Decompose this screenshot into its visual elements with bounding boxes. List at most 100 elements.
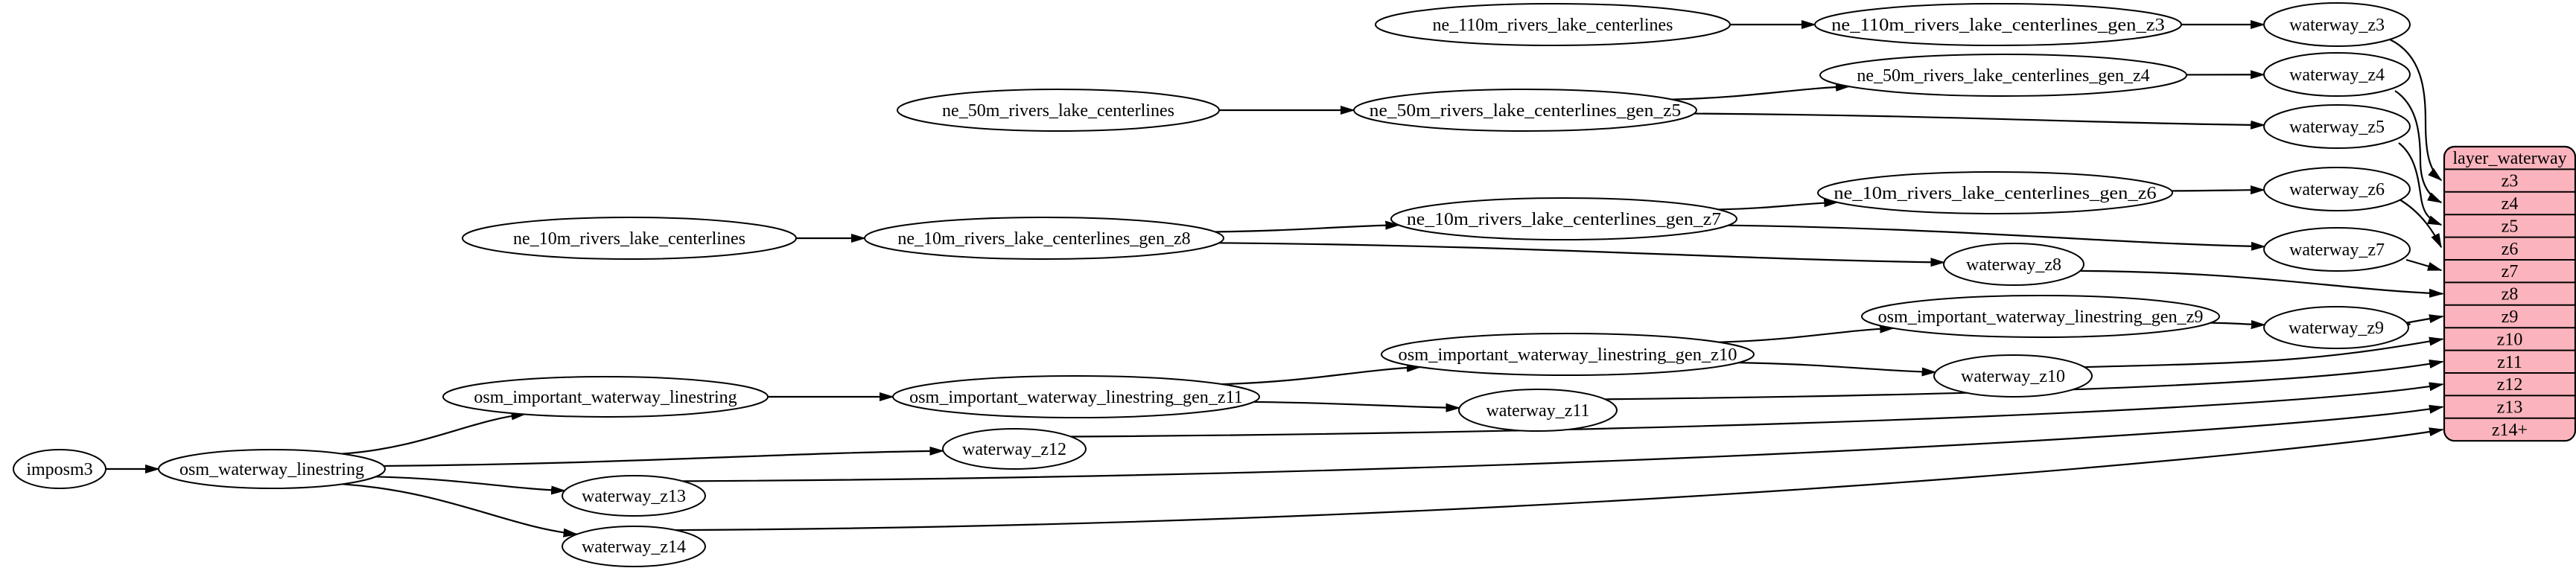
node-ellipse: [892, 375, 1260, 418]
edge-osm_waterway_linestring-to-waterway_z14: [342, 483, 577, 534]
node-waterway_z12: waterway_z12: [942, 428, 1087, 470]
edge-waterway_z14-to-layer_waterway-z14+: [675, 430, 2443, 532]
node-osm_waterway_linestring: osm_waterway_linestring: [158, 449, 386, 489]
node-ellipse: [2263, 306, 2409, 349]
node-label: waterway_z6: [2289, 180, 2385, 200]
edge-waterway_z10-to-layer_waterway-z10: [2084, 339, 2443, 368]
node-label: ne_50m_rivers_lake_centerlines: [942, 101, 1174, 121]
edge-waterway_z11-to-layer_waterway-z11: [1605, 362, 2443, 401]
node-waterway_z6: waterway_z6: [2263, 167, 2411, 211]
edge-osm_waterway_linestring-to-waterway_z12: [384, 451, 943, 468]
table-row-z4: z4: [2502, 194, 2519, 214]
node-label: waterway_z13: [582, 487, 686, 506]
node-ellipse: [1819, 54, 2187, 97]
node-label: ne_50m_rivers_lake_centerlines_gen_z5: [1370, 101, 1682, 121]
node-label: waterway_z8: [1966, 255, 2061, 275]
node-ne_110m_rivers_lake_centerlines_gen_z3: ne_110m_rivers_lake_centerlines_gen_z3: [1814, 3, 2182, 46]
node-label: osm_important_waterway_linestring_gen_z1…: [1399, 345, 1737, 365]
node-waterway_z4: waterway_z4: [2263, 52, 2411, 97]
node-label: waterway_z11: [1486, 401, 1589, 421]
edge-waterway_z4-to-layer_waterway-z4: [2394, 90, 2441, 203]
node-label: osm_waterway_linestring: [179, 460, 364, 479]
node-ellipse: [562, 526, 706, 567]
nodes-layer: imposm3 osm_waterway_linestring osm_import…: [13, 2, 2411, 567]
node-waterway_z7: waterway_z7: [2263, 227, 2411, 272]
node-waterway_z3: waterway_z3: [2263, 2, 2411, 47]
node-ellipse: [1817, 171, 2173, 214]
node-ellipse: [462, 217, 797, 260]
edge-ne_50m_rivers_lake_centerlines_gen_z5-to-waterway_z5: [1694, 112, 2264, 125]
node-ne_50m_rivers_lake_centerlines_gen_z4: ne_50m_rivers_lake_centerlines_gen_z4: [1819, 54, 2187, 97]
table-layer_waterway: layer_waterwayz3z4z5z6z7z8z9z10z11z12z13…: [2443, 145, 2576, 442]
node-label: ne_110m_rivers_lake_centerlines: [1433, 16, 1673, 35]
table-outline: [2443, 145, 2576, 442]
node-ne_50m_rivers_lake_centerlines_gen_z5: ne_50m_rivers_lake_centerlines_gen_z5: [1353, 89, 1697, 132]
node-waterway_z11: waterway_z11: [1458, 389, 1618, 432]
table-row-z10: z10: [2497, 330, 2523, 349]
edge-waterway_z3-to-layer_waterway-z3: [2389, 39, 2441, 180]
node-ellipse: [1458, 389, 1618, 432]
edge-osm_important_waterway_linestring_gen_z11-to-osm_important_waterway_linestring_gen_z10: [1221, 367, 1420, 386]
node-label: ne_10m_rivers_lake_centerlines: [513, 229, 745, 249]
node-ellipse: [2263, 227, 2411, 272]
node-imposm3: imposm3: [13, 449, 106, 489]
node-ellipse: [1353, 89, 1697, 132]
node-ellipse: [2263, 104, 2411, 149]
node-ellipse: [1390, 197, 1737, 240]
edge-ne_10m_rivers_lake_centerlines_gen_z8-to-waterway_z8: [1218, 242, 1944, 262]
edge-waterway_z5-to-layer_waterway-z5: [2398, 142, 2441, 226]
node-ne_10m_rivers_lake_centerlines_gen_z8: ne_10m_rivers_lake_centerlines_gen_z8: [864, 217, 1224, 260]
node-label: ne_10m_rivers_lake_centerlines_gen_z7: [1407, 210, 1721, 229]
edge-osm_waterway_linestring-to-waterway_z13: [375, 476, 565, 491]
edge-osm_important_waterway_linestring_gen_z9-to-waterway_z9: [2210, 323, 2264, 325]
node-osm_important_waterway_linestring_gen_z10: osm_important_waterway_linestring_gen_z1…: [1381, 333, 1755, 376]
node-ellipse: [1814, 3, 2182, 46]
node-waterway_z14: waterway_z14: [562, 526, 706, 567]
node-waterway_z13: waterway_z13: [562, 475, 706, 517]
edge-osm_important_waterway_linestring_gen_z11-to-waterway_z11: [1253, 401, 1459, 408]
node-ne_110m_rivers_lake_centerlines: ne_110m_rivers_lake_centerlines: [1375, 3, 1731, 46]
node-label: osm_important_waterway_linestring_gen_z9: [1878, 307, 2204, 327]
node-label: waterway_z5: [2289, 118, 2385, 137]
edge-ne_10m_rivers_lake_centerlines_gen_z8-to-ne_10m_rivers_lake_centerlines_gen_z7: [1215, 225, 1399, 233]
node-ellipse: [864, 217, 1224, 260]
table-row-z14+: z14+: [2492, 421, 2528, 440]
node-label: osm_important_waterway_linestring: [474, 388, 737, 407]
table-row-z6: z6: [2502, 240, 2519, 259]
node-label: ne_50m_rivers_lake_centerlines_gen_z4: [1857, 66, 2149, 86]
edge-waterway_z13-to-layer_waterway-z13: [682, 407, 2443, 482]
node-label: waterway_z9: [2289, 319, 2384, 338]
node-label: ne_110m_rivers_lake_centerlines_gen_z3: [1831, 16, 2165, 35]
table-row-z11: z11: [2497, 353, 2522, 372]
node-waterway_z10: waterway_z10: [1933, 354, 2093, 398]
node-label: waterway_z14: [582, 537, 686, 557]
edge-waterway_z8-to-layer_waterway-z8: [2080, 269, 2443, 294]
node-ne_10m_rivers_lake_centerlines_gen_z7: ne_10m_rivers_lake_centerlines_gen_z7: [1390, 197, 1737, 240]
node-label: waterway_z3: [2289, 16, 2385, 35]
table-row-z8: z8: [2502, 285, 2519, 304]
node-label: osm_important_waterway_linestring_gen_z1…: [909, 388, 1243, 407]
node-ellipse: [1933, 354, 2093, 398]
node-ellipse: [13, 449, 106, 489]
edge-ne_10m_rivers_lake_centerlines_gen_z7-to-waterway_z7: [1728, 224, 2264, 246]
table-row-z3: z3: [2502, 172, 2519, 191]
edge-ne_10m_rivers_lake_centerlines_gen_z7-to-ne_10m_rivers_lake_centerlines_gen_z6: [1718, 202, 1837, 211]
edge-ne_10m_rivers_lake_centerlines_gen_z6-to-waterway_z6: [2171, 190, 2264, 191]
node-ellipse: [442, 376, 769, 418]
table-row-z9: z9: [2502, 307, 2519, 327]
table-row-z13: z13: [2497, 398, 2523, 418]
node-label: ne_10m_rivers_lake_centerlines_gen_z6: [1834, 184, 2156, 203]
node-ellipse: [1943, 243, 2084, 286]
node-ellipse: [2263, 167, 2411, 211]
edge-osm_important_waterway_linestring_gen_z10-to-waterway_z10: [1738, 362, 1935, 372]
node-osm_important_waterway_linestring: osm_important_waterway_linestring: [442, 376, 769, 418]
node-waterway_z5: waterway_z5: [2263, 104, 2411, 149]
node-waterway_z9: waterway_z9: [2263, 306, 2409, 349]
node-ellipse: [158, 449, 386, 489]
node-label: waterway_z7: [2289, 240, 2385, 260]
node-ellipse: [1375, 3, 1731, 46]
edge-waterway_z6-to-layer_waterway-z6: [2399, 199, 2442, 247]
edge-osm_waterway_linestring-to-osm_important_waterway_linestring: [342, 414, 525, 455]
table-row-z7: z7: [2502, 262, 2519, 281]
